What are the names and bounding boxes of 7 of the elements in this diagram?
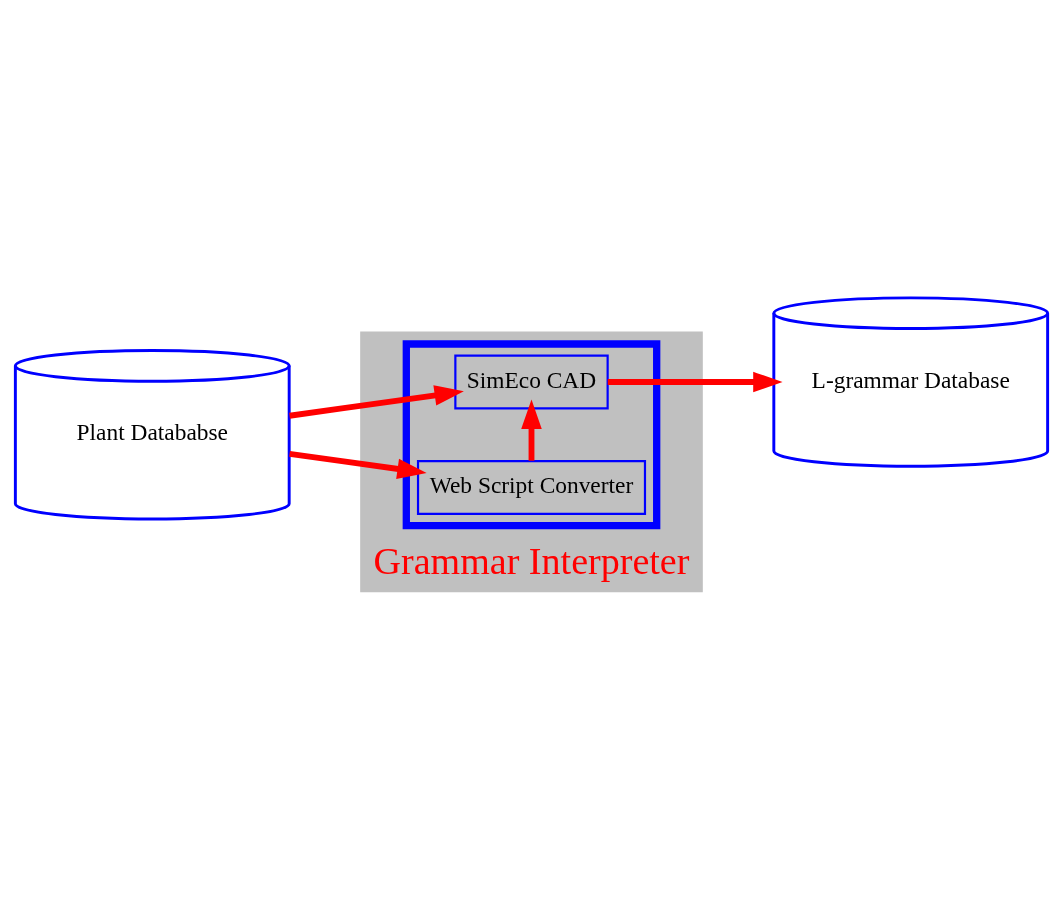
node-box: Web Script Converter (416, 459, 647, 515)
arrow (289, 450, 427, 479)
arrow (607, 371, 783, 392)
node-box: SimEco CAD (454, 354, 609, 409)
arrow (289, 384, 464, 419)
arrow (521, 399, 542, 461)
cluster (402, 339, 661, 529)
